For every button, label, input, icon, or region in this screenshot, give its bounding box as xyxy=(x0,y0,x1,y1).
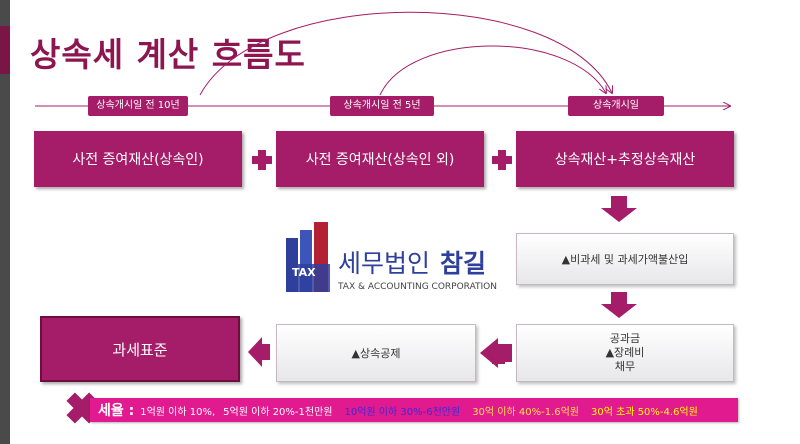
plus-icon xyxy=(492,150,512,170)
box-inherited-property: 상속재산+추정상속재산 xyxy=(516,131,734,187)
box-deductions: 공과금 ▲장례비 채무 xyxy=(516,324,734,382)
tax-rate-bar: 세율 : 1억원 이하 10%, 5억원 이하 20%-1천만원 10억원 이하… xyxy=(90,398,738,422)
multiply-icon xyxy=(66,392,98,424)
logo-subtitle: TAX & ACCOUNTING CORPORATION xyxy=(338,282,497,292)
rate-tier-4: 30억 이하 40%-1.6억원 xyxy=(472,406,580,418)
arc-10-years xyxy=(199,11,612,96)
box-tax-base: 과세표준 xyxy=(40,316,240,382)
deduction-public-charges: 공과금 xyxy=(609,332,641,345)
box-gift-heirs: 사전 증여재산(상속인) xyxy=(34,131,242,187)
arc-5-years xyxy=(379,45,606,96)
logo-name-part2: 참길 xyxy=(440,249,487,278)
timeline-label-5-years: 상속개시일 전 5년 xyxy=(330,96,434,116)
rate-label: 세율 : xyxy=(98,403,135,419)
logo-icon-text: TAX xyxy=(292,266,316,279)
left-arrow-icon xyxy=(480,338,512,368)
timeline-label-inheritance-date: 상속개시일 xyxy=(568,96,664,116)
title-accent-bar xyxy=(0,26,10,74)
box-nontaxable: ▲비과세 및 과세가액불산입 xyxy=(516,233,734,285)
box-gift-others: 사전 증여재산(상속인 외) xyxy=(276,131,484,187)
deduction-debt: 채무 xyxy=(614,360,636,373)
down-arrow-icon xyxy=(601,196,637,222)
timeline-label-10-years: 상속개시일 전 10년 xyxy=(88,96,188,116)
deduction-funeral: ▲장례비 xyxy=(605,346,645,359)
logo-icon xyxy=(286,222,330,292)
rate-tier-5: 30억 초과 50%-4.6억원 xyxy=(591,406,698,418)
plus-icon xyxy=(252,150,272,170)
logo-name-part1: 세무법인 xyxy=(338,249,431,278)
left-arrow-icon xyxy=(248,337,270,367)
rate-tier-1: 1억원 이하 10%, xyxy=(140,406,216,418)
down-arrow-icon xyxy=(601,292,637,318)
rate-tier-2: 5억원 이하 20%-1천만원 xyxy=(223,406,333,418)
page-title: 상속세 계산 흐름도 xyxy=(30,35,306,74)
rate-tier-3: 10억원 이하 30%-6천만원 xyxy=(344,406,461,418)
box-inheritance-deduction: ▲상속공제 xyxy=(276,324,476,382)
left-sidebar-bar xyxy=(0,0,10,444)
